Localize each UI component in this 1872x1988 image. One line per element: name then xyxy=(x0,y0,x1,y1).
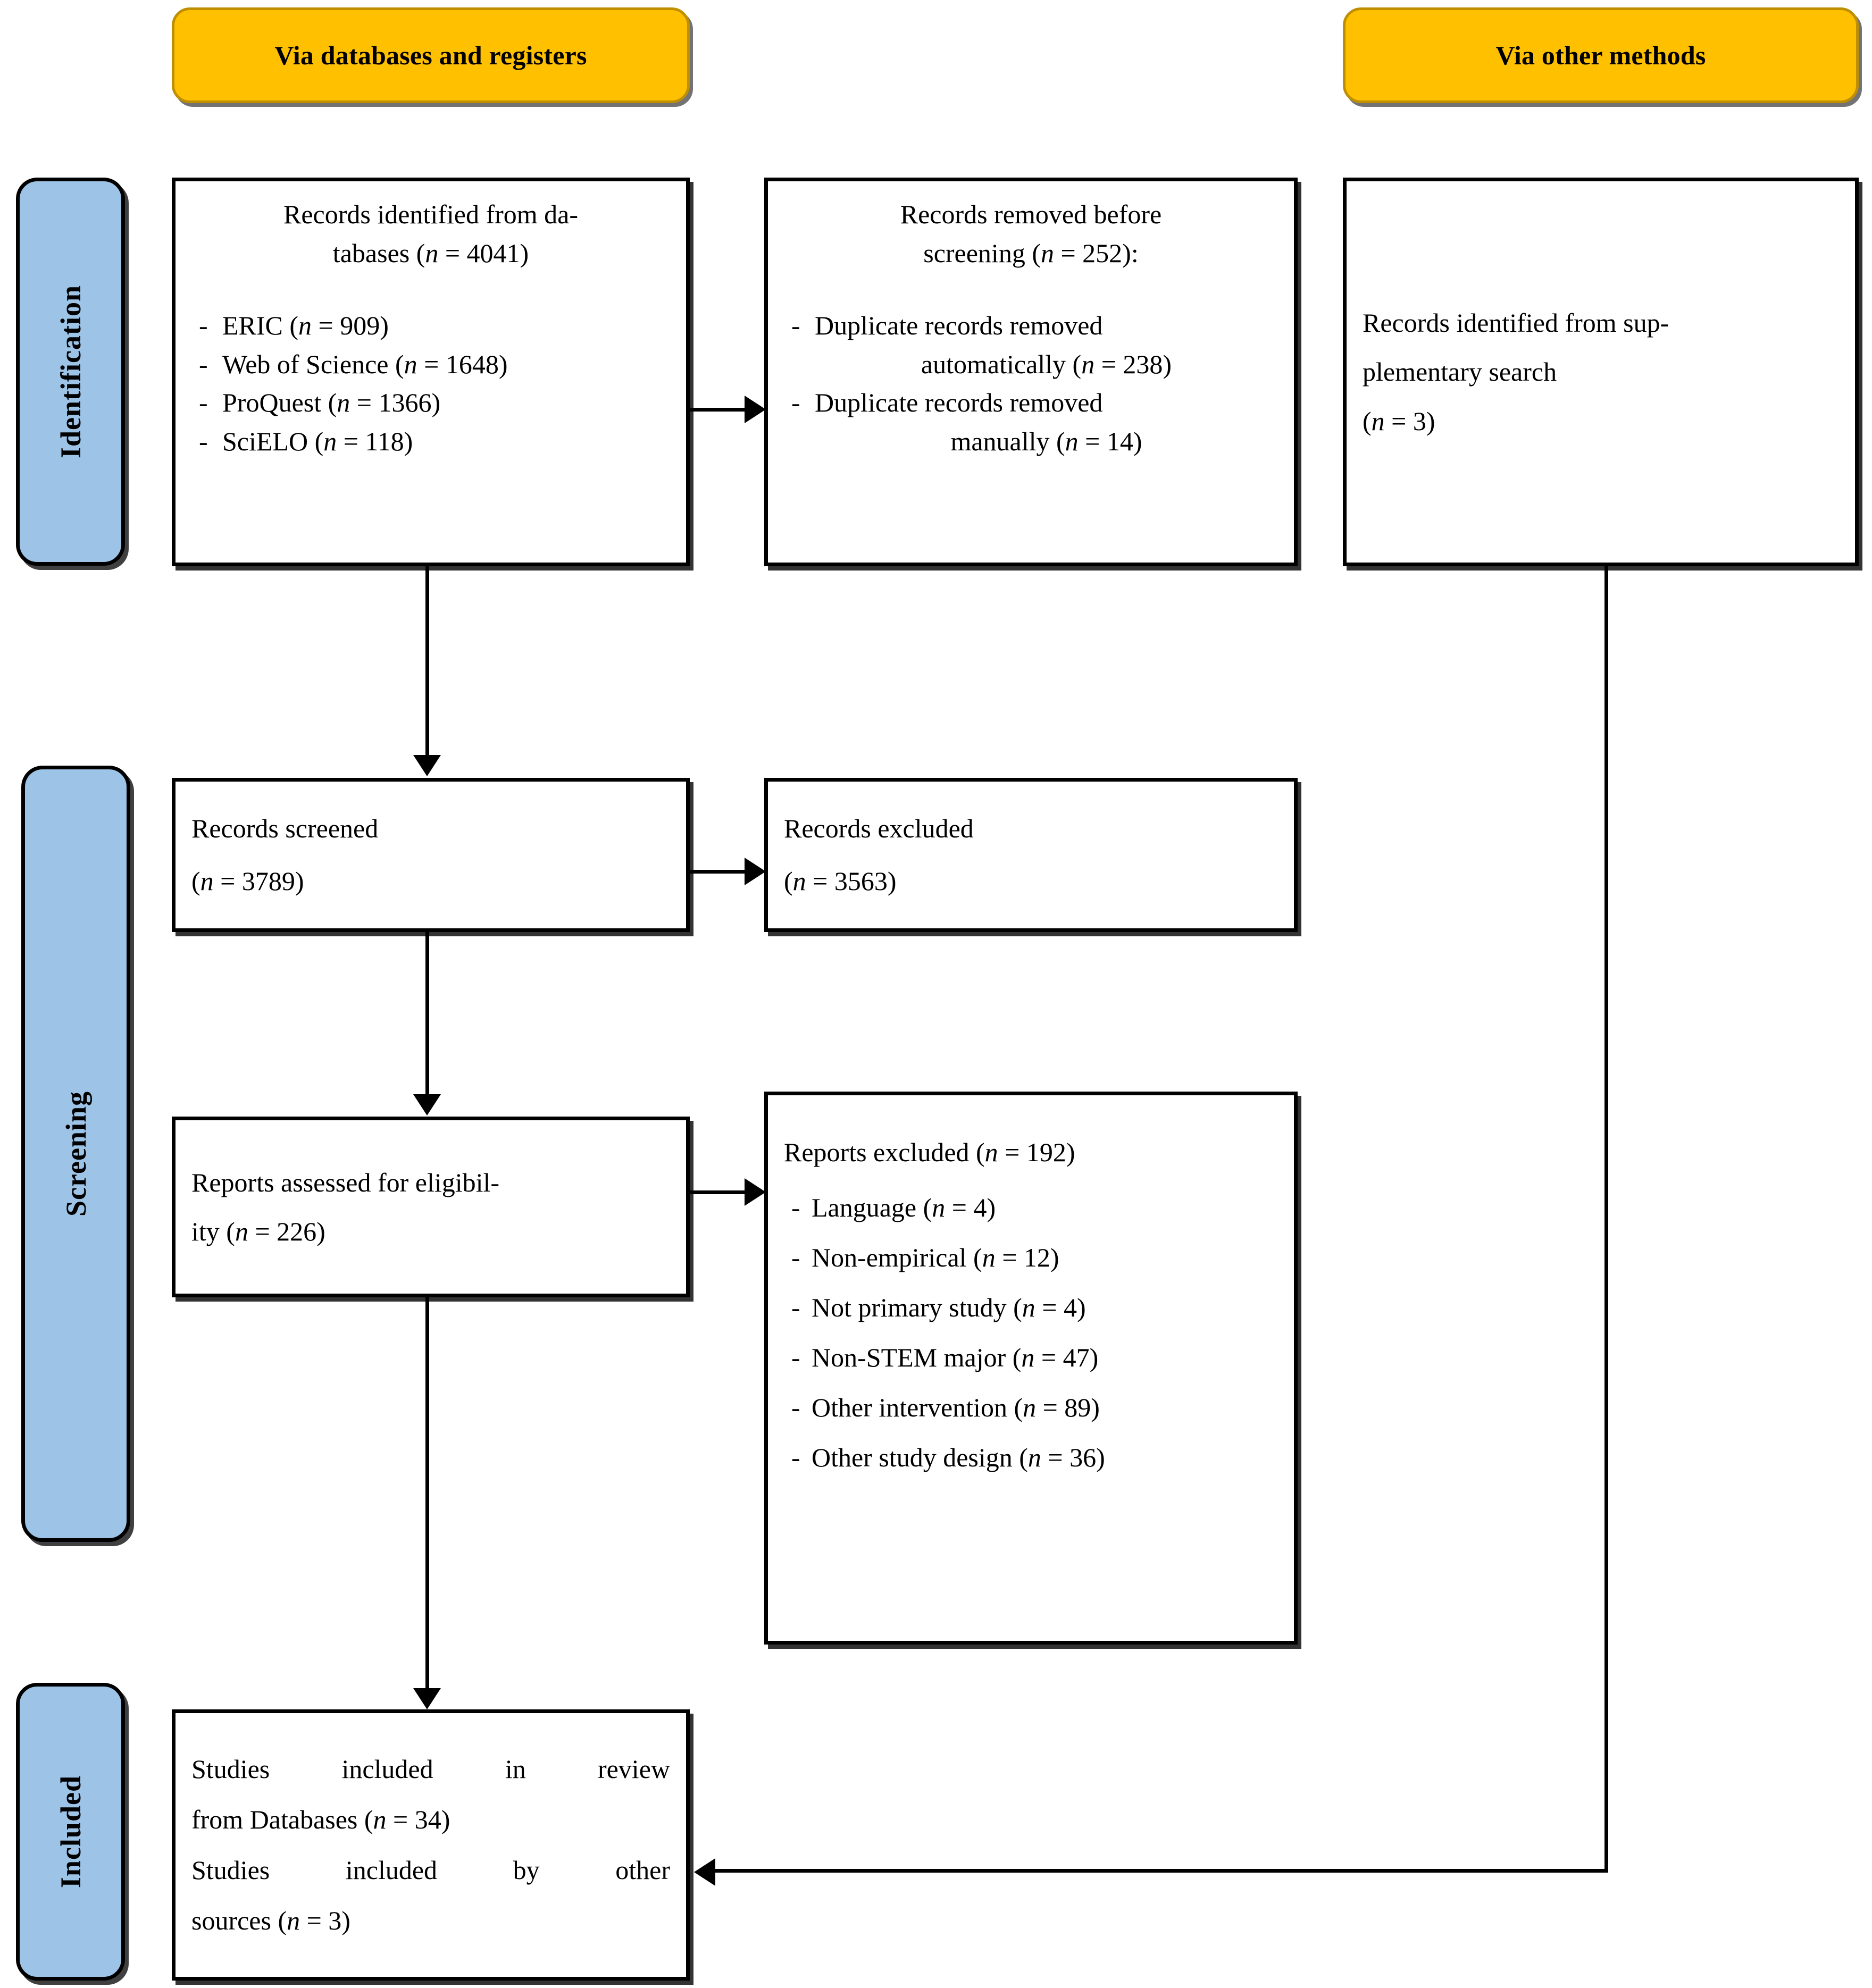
stage-identification-text: Identification xyxy=(54,284,87,458)
connector-identified-to-removed xyxy=(690,408,747,412)
box-reports-excluded: Reports excluded (n = 192) Language (n =… xyxy=(764,1092,1298,1645)
reports-excluded-n-symbol: n xyxy=(984,1137,998,1167)
box-records-excluded: Records excluded (n = 3563) xyxy=(764,778,1298,932)
supplementary-n-symbol: n xyxy=(1371,406,1385,436)
banner-via-other-methods: Via other methods xyxy=(1343,7,1859,103)
supplementary-text: Records identified from sup- plementary … xyxy=(1363,307,1669,436)
supplementary-l1: Records identified from sup- xyxy=(1363,307,1669,338)
list-item: Other study design (n = 36) xyxy=(784,1432,1278,1482)
studies-included-l4: sources ( xyxy=(191,1906,287,1935)
list-item: ERIC (n = 909) xyxy=(191,306,670,345)
list-item: ProQuest (n = 1366) xyxy=(191,383,670,422)
arrow-screened-to-assessed xyxy=(413,1094,441,1115)
records-excluded-n-symbol: n xyxy=(792,866,806,896)
records-removed-n-symbol: n xyxy=(1040,238,1054,268)
stage-screening-text: Screening xyxy=(60,1091,92,1217)
list-item: SciELO (n = 118) xyxy=(191,422,670,461)
list-item: Web of Science (n = 1648) xyxy=(191,345,670,384)
studies-included-text: Studies included in review from Database… xyxy=(191,1744,670,1946)
records-identified-n-symbol: n xyxy=(425,238,439,268)
list-item: Non-STEM major (n = 47) xyxy=(784,1332,1278,1382)
arrow-identified-to-screened xyxy=(413,755,441,776)
list-item: Not primary study (n = 4) xyxy=(784,1282,1278,1332)
reports-excluded-heading: Reports excluded (n = 192) xyxy=(784,1127,1278,1177)
records-removed-reason-list: Duplicate records removed automatically … xyxy=(784,306,1278,460)
stage-included-text: Included xyxy=(54,1775,87,1889)
studies-included-l3: Studies included by other xyxy=(191,1855,670,1885)
arrow-assessed-to-included xyxy=(413,1688,441,1709)
list-item: Language (n = 4) xyxy=(784,1182,1278,1232)
records-identified-title-l3: = 4041) xyxy=(438,238,529,268)
supplementary-l2: plementary search xyxy=(1363,357,1557,387)
banner-databases-label: Via databases and registers xyxy=(274,40,587,70)
reports-assessed-l1: Reports assessed for eligibil- xyxy=(191,1167,500,1197)
records-screened-l2: (n = 3789) xyxy=(191,866,304,896)
box-records-screened: Records screened (n = 3789) xyxy=(172,778,690,932)
records-identified-title-l1: Records identified from da- xyxy=(283,199,578,229)
records-removed-title: Records removed before screening (n = 25… xyxy=(784,195,1278,272)
reports-assessed-text: Reports assessed for eligibil- ity (n = … xyxy=(191,1167,500,1247)
box-records-identified-supplementary: Records identified from sup- plementary … xyxy=(1343,178,1859,566)
connector-assessed-to-included xyxy=(425,1297,429,1691)
reports-excluded-heading-text: Reports excluded ( xyxy=(784,1137,985,1167)
list-item: Duplicate records removed automatically … xyxy=(784,306,1278,383)
box-records-removed-before-screening: Records removed before screening (n = 25… xyxy=(764,178,1298,566)
box-reports-assessed-eligibility: Reports assessed for eligibil- ity (n = … xyxy=(172,1117,690,1297)
reports-excluded-reason-list: Language (n = 4) Non-empirical (n = 12) … xyxy=(784,1182,1278,1482)
records-identified-source-list: ERIC (n = 909) Web of Science (n = 1648)… xyxy=(191,306,670,460)
arrow-supplementary-to-included xyxy=(694,1858,715,1886)
studies-included-n-symbol-2: n xyxy=(287,1906,300,1935)
list-item: Other intervention (n = 89) xyxy=(784,1382,1278,1432)
reports-assessed-n-symbol: n xyxy=(235,1217,248,1246)
connector-supplementary-horizontal xyxy=(715,1869,1608,1873)
reports-assessed-l2: ity ( xyxy=(191,1217,235,1246)
stage-label-identification: Identification xyxy=(16,178,125,566)
banner-other-label: Via other methods xyxy=(1495,40,1706,70)
records-removed-title-l2: screening ( xyxy=(923,238,1041,268)
list-item: Duplicate records removed manually (n = … xyxy=(784,383,1278,460)
records-removed-title-l3: = 252): xyxy=(1054,238,1139,268)
connector-identified-to-screened xyxy=(425,566,429,758)
arrow-identified-to-removed xyxy=(745,396,766,423)
reports-excluded-heading-value: = 192) xyxy=(998,1137,1075,1167)
studies-included-l2: from Databases ( xyxy=(191,1805,373,1834)
studies-included-n-symbol-1: n xyxy=(373,1805,387,1834)
records-removed-title-l1: Records removed before xyxy=(900,199,1162,229)
connector-screened-to-excluded xyxy=(690,870,747,874)
connector-assessed-to-reports-excluded xyxy=(690,1190,747,1194)
box-records-identified-databases: Records identified from da- tabases (n =… xyxy=(172,178,690,566)
arrow-assessed-to-reports-excluded xyxy=(745,1178,766,1206)
records-screened-n-symbol: n xyxy=(200,866,214,896)
studies-included-l1: Studies included in review xyxy=(191,1754,670,1784)
records-identified-title-l2: tabases ( xyxy=(332,238,425,268)
records-identified-title: Records identified from da- tabases (n =… xyxy=(191,195,670,272)
records-excluded-l1: Records excluded xyxy=(784,813,974,844)
arrow-screened-to-excluded xyxy=(745,858,766,885)
connector-supplementary-vertical xyxy=(1604,566,1608,1873)
records-screened-l1: Records screened xyxy=(191,813,379,844)
records-excluded-l2: (n = 3563) xyxy=(784,866,897,896)
banner-via-databases: Via databases and registers xyxy=(172,7,690,103)
connector-screened-to-assessed xyxy=(425,932,429,1097)
stage-label-included: Included xyxy=(16,1683,125,1981)
stage-label-screening: Screening xyxy=(21,766,130,1542)
list-item: Non-empirical (n = 12) xyxy=(784,1232,1278,1282)
box-studies-included: Studies included in review from Database… xyxy=(172,1709,690,1981)
